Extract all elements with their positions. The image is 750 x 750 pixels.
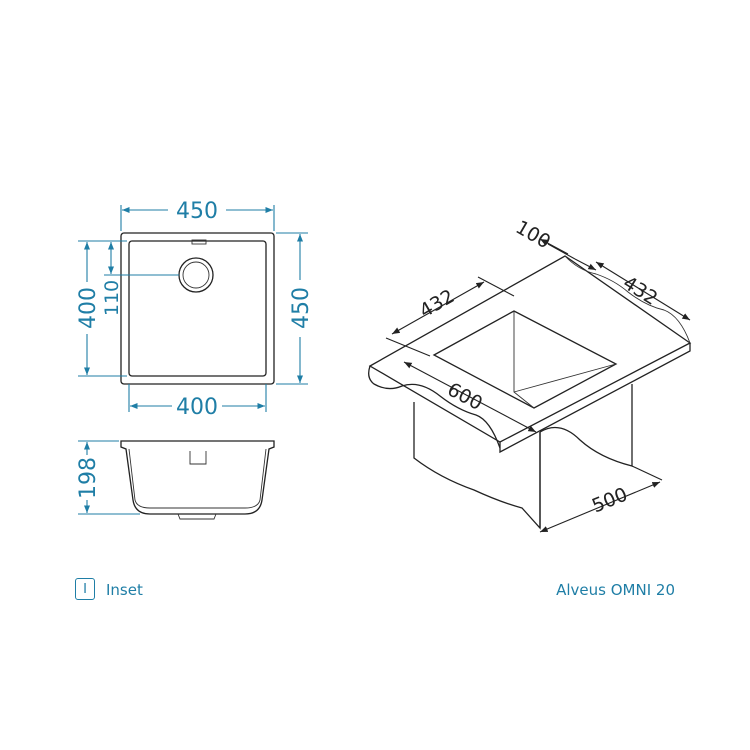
overflow-slot <box>191 239 207 245</box>
sink-inner-bowl <box>128 240 267 377</box>
dim-width-inner: 400 <box>130 395 265 420</box>
dim-perspective-500-label: 500 <box>589 483 631 517</box>
dim-width-outer-label: 450 <box>176 199 218 224</box>
drain-inner <box>182 261 210 289</box>
side-overflow <box>189 451 207 465</box>
cabinet-right-panel <box>539 384 633 467</box>
dim-perspective-432-right-label: 432 <box>619 272 661 310</box>
sink-outer-rim <box>120 232 275 385</box>
cabinet-left-panel <box>413 402 541 530</box>
dim-width-inner-label: 400 <box>176 395 218 420</box>
dim-depth: 198 <box>76 442 101 513</box>
dim-height-inner: 400 <box>76 242 101 375</box>
model-name: Alveus OMNI 20 <box>556 581 675 599</box>
dim-drain-offset-label: 110 <box>101 280 123 316</box>
inset-icon: I <box>75 578 95 600</box>
dim-drain-offset: 110 <box>101 242 123 316</box>
dim-perspective-100-label: 100 <box>512 216 554 253</box>
inset-label: Inset <box>106 581 143 599</box>
dim-width-outer: 450 <box>121 199 273 224</box>
dim-height-inner-label: 400 <box>76 287 101 329</box>
dim-perspective-600-label: 600 <box>444 378 486 414</box>
side-profile-outer <box>120 440 275 515</box>
dim-height-outer: 450 <box>289 234 314 383</box>
dim-perspective-432-right: 432 <box>595 261 691 321</box>
side-profile-inner <box>128 448 267 509</box>
dim-perspective-500: 500 <box>539 465 663 533</box>
sink-bowl-inner <box>513 311 617 409</box>
drain-outer <box>178 257 214 293</box>
side-drain <box>177 513 217 520</box>
dim-perspective-432-left: 432 <box>385 276 515 357</box>
dim-height-outer-label: 450 <box>289 287 314 329</box>
worktop-right-edge <box>499 343 691 454</box>
side-view: 198 <box>76 440 275 520</box>
perspective-view: 100 432 432 600 500 <box>368 216 692 533</box>
dim-depth-label: 198 <box>76 457 101 499</box>
top-view: 450 400 400 110 450 <box>76 199 314 420</box>
